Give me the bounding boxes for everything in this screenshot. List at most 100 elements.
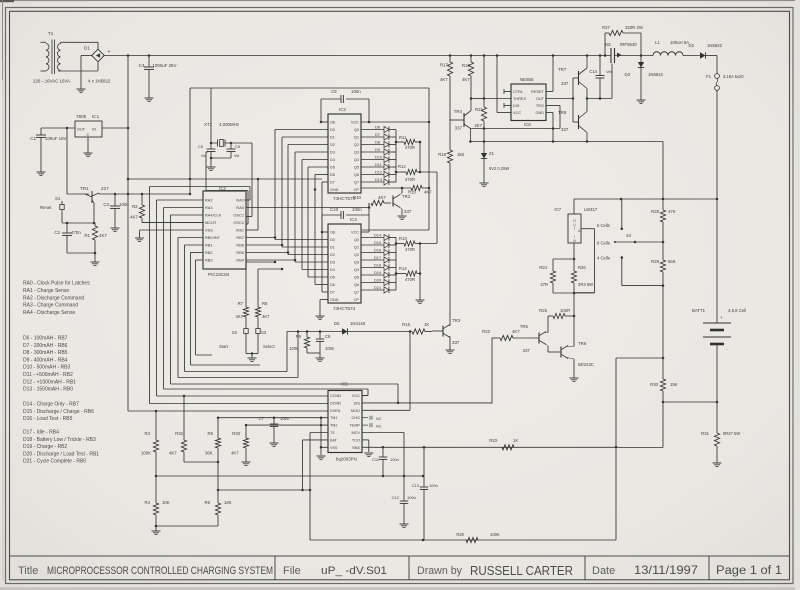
svg-text:4K7: 4K7 <box>236 314 244 319</box>
svg-text:Q1: Q1 <box>354 246 359 250</box>
svg-text:R33: R33 <box>232 431 240 436</box>
svg-text:TM2: TM2 <box>330 424 337 428</box>
svg-text:RA1: RA1 <box>236 198 244 203</box>
svg-text:BATT1: BATT1 <box>692 308 706 313</box>
svg-text:Drawn by: Drawn by <box>417 565 462 577</box>
svg-text:D19: D19 <box>374 270 381 275</box>
svg-text:C7: C7 <box>259 416 265 421</box>
svg-text:220→16VAC 16VA: 220→16VAC 16VA <box>33 79 70 84</box>
svg-text:1N4148: 1N4148 <box>350 321 366 326</box>
svg-text:Q2: Q2 <box>354 253 359 257</box>
svg-text:D7: D7 <box>330 181 335 185</box>
svg-text:D21 - Cycle Complete - RB0: D21 - Cycle Complete - RB0 <box>23 459 86 465</box>
svg-text:TR4: TR4 <box>454 109 463 114</box>
svg-text:VCC: VCC <box>513 111 521 115</box>
svg-text:D5: D5 <box>330 166 335 170</box>
svg-text:10K: 10K <box>162 500 170 505</box>
svg-text:R32: R32 <box>175 431 183 436</box>
svg-text:3.15A 5x20: 3.15A 5x20 <box>723 74 744 79</box>
svg-text:Reset: Reset <box>40 205 52 210</box>
svg-text:C1: C1 <box>30 136 36 141</box>
svg-text:100n: 100n <box>429 483 438 488</box>
svg-text:Q0: Q0 <box>354 238 359 242</box>
svg-text:C3: C3 <box>103 202 109 207</box>
svg-text:4K7: 4K7 <box>130 215 138 220</box>
svg-text:R29: R29 <box>651 259 659 264</box>
svg-text:Q0: Q0 <box>354 128 359 132</box>
svg-text:Vel: Vel <box>234 154 239 158</box>
svg-text:NE555: NE555 <box>520 77 534 82</box>
svg-text:R16: R16 <box>402 322 410 327</box>
svg-text:Q3: Q3 <box>354 151 359 155</box>
svg-text:D13 - 1500mAH - RB0: D13 - 1500mAH - RB0 <box>23 387 73 393</box>
svg-text:T: T <box>574 227 576 231</box>
svg-text:1K: 1K <box>424 322 429 327</box>
svg-text:A: A <box>578 229 581 233</box>
svg-text:Vel: Vel <box>201 154 206 158</box>
svg-text:D2: D2 <box>689 43 695 48</box>
svg-text:R15: R15 <box>408 190 416 195</box>
svg-text:100K: 100K <box>490 532 500 537</box>
svg-text:MCLR: MCLR <box>205 220 216 225</box>
svg-text:R10: R10 <box>353 195 362 200</box>
svg-text:D8 - 300mAH - RB5: D8 - 300mAH - RB5 <box>23 350 68 356</box>
svg-text:D6 - 100mAH - RB7: D6 - 100mAH - RB7 <box>23 336 68 342</box>
svg-text:O: O <box>573 219 576 223</box>
svg-text:D18 - Battery Low / Trickle -: D18 - Battery Low / Trickle - RB3 <box>23 437 96 443</box>
svg-text:C2: C2 <box>54 230 60 235</box>
svg-text:R31: R31 <box>701 431 709 436</box>
svg-text:OUT: OUT <box>536 97 545 101</box>
svg-text:DVEN: DVEN <box>330 409 341 413</box>
svg-text:I: I <box>574 235 575 239</box>
svg-text:R22: R22 <box>482 329 490 334</box>
svg-text:LM317: LM317 <box>584 207 598 212</box>
svg-text:R11: R11 <box>399 135 407 140</box>
svg-text:R18: R18 <box>438 152 446 157</box>
svg-text:1000uF 25V: 1000uF 25V <box>153 63 177 68</box>
svg-text:R25: R25 <box>539 308 547 313</box>
svg-text:5 Cells: 5 Cells <box>597 223 610 228</box>
svg-text:47K: 47K <box>668 209 676 214</box>
svg-text:TR5: TR5 <box>520 324 529 329</box>
svg-text:D13: D13 <box>375 177 382 182</box>
svg-text:Q5: Q5 <box>354 166 359 170</box>
svg-text:VCC: VCC <box>352 394 360 398</box>
svg-text:Title: Title <box>18 565 38 577</box>
svg-text:7805: 7805 <box>76 114 87 119</box>
svg-text:D7: D7 <box>330 291 335 295</box>
svg-text:1N5822: 1N5822 <box>648 72 664 77</box>
svg-text:D17 - Idle - RB4: D17 - Idle - RB4 <box>23 430 59 436</box>
svg-text:R17: R17 <box>440 63 448 68</box>
svg-text:IC7: IC7 <box>554 207 561 212</box>
svg-text:Date: Date <box>592 565 615 577</box>
svg-text:GND: GND <box>330 188 339 192</box>
svg-text:2K7: 2K7 <box>474 123 482 128</box>
svg-text:M1: M1 <box>605 42 612 47</box>
svg-text:TEMP: TEMP <box>349 424 360 428</box>
svg-text:D3: D3 <box>330 261 335 265</box>
svg-text:S2: S2 <box>232 330 238 335</box>
svg-text:337: 337 <box>523 348 531 353</box>
svg-text:227: 227 <box>101 186 109 191</box>
svg-text:D14 - Charge Only - RB7: D14 - Charge Only - RB7 <box>23 402 79 408</box>
svg-text:MICROPROCESSOR CONTROLLED CHAR: MICROPROCESSOR CONTROLLED CHARGING SYSTE… <box>47 565 273 577</box>
svg-text:337: 337 <box>452 340 460 345</box>
svg-text:R30: R30 <box>650 382 658 387</box>
svg-text:470n: 470n <box>71 230 81 235</box>
svg-text:D6: D6 <box>330 173 335 177</box>
svg-text:D7 - 200mAH - RB6: D7 - 200mAH - RB6 <box>23 343 68 349</box>
svg-text:100n: 100n <box>407 495 416 500</box>
svg-text:DIS: DIS <box>354 401 361 405</box>
svg-text:100n: 100n <box>280 416 290 421</box>
svg-text:DCMD: DCMD <box>330 401 341 405</box>
svg-text:100K: 100K <box>141 451 151 456</box>
svg-text:100n: 100n <box>352 207 362 212</box>
svg-text:D20 - Discharge / Load Test -: D20 - Discharge / Load Test - RB1 <box>23 451 99 457</box>
svg-text:MOD: MOD <box>351 409 360 413</box>
svg-text:Q4: Q4 <box>354 268 360 272</box>
svg-text:CHG: CHG <box>351 416 360 420</box>
svg-text:D0: D0 <box>330 238 335 242</box>
svg-text:C6: C6 <box>235 144 241 149</box>
svg-text:C: C <box>87 133 90 137</box>
svg-text:D17: D17 <box>374 255 381 260</box>
